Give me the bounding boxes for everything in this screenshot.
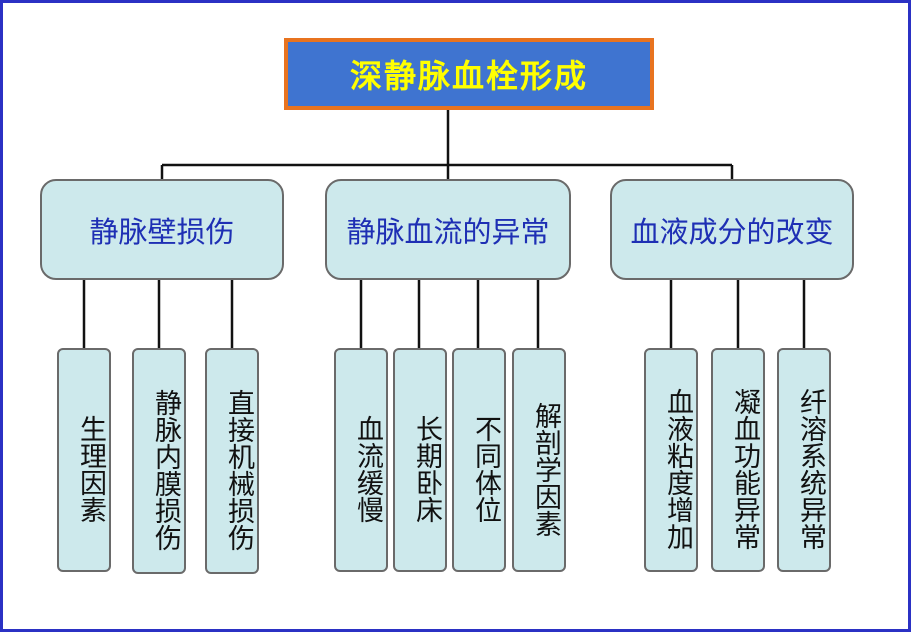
leaf-venous-intima-injury: 静脉内膜损伤 — [132, 348, 186, 574]
leaf-different-positions: 不同体位 — [452, 348, 506, 572]
category-vein-wall-injury: 静脉壁损伤 — [40, 179, 284, 280]
leaf-coagulation-abnormality: 凝血功能异常 — [711, 348, 765, 572]
leaf-direct-mechanical-injury: 直接机械损伤 — [205, 348, 259, 574]
leaf-fibrinolysis-abnormality: 纤溶系统异常 — [777, 348, 831, 572]
leaf-physiological-factors: 生理因素 — [57, 348, 111, 572]
leaf-anatomical-factors: 解剖学因素 — [512, 348, 566, 572]
leaf-slow-blood-flow: 血流缓慢 — [334, 348, 388, 572]
leaf-prolonged-bed-rest: 长期卧床 — [393, 348, 447, 572]
diagram-title: 深静脉血栓形成 — [284, 38, 654, 110]
category-abnormal-blood-flow: 静脉血流的异常 — [325, 179, 571, 280]
leaf-increased-blood-viscosity: 血液粘度增加 — [644, 348, 698, 572]
category-blood-composition-change: 血液成分的改变 — [610, 179, 854, 280]
